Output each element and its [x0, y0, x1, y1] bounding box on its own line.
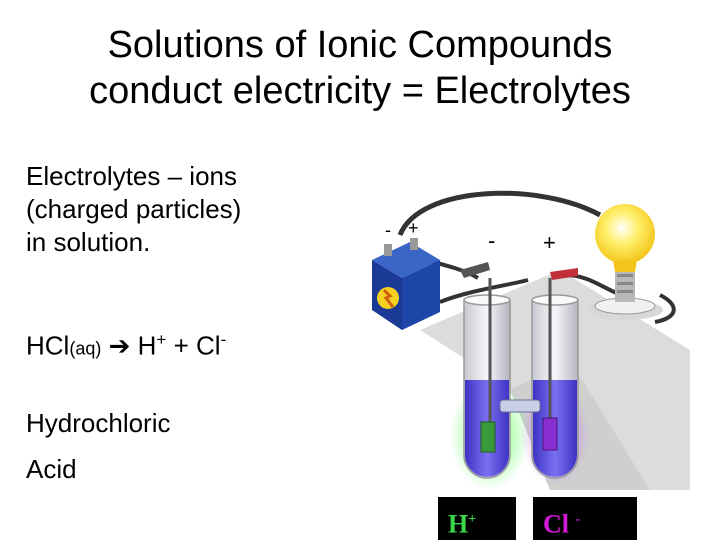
- battery-plus-label: +: [408, 218, 419, 238]
- electrolysis-apparatus: - + - +: [372, 190, 690, 490]
- hydrogen-ion-label: H+: [438, 497, 516, 540]
- ion-h-charge: +: [468, 512, 477, 527]
- ion-cl-symbol: Cl: [543, 509, 569, 539]
- wire-top: [397, 190, 602, 237]
- product-h-charge: +: [156, 330, 167, 349]
- definition-line-1: Electrolytes – ions: [26, 161, 237, 191]
- wire-bulb-return: [654, 293, 676, 324]
- battery-minus-label: -: [385, 220, 391, 240]
- reactant-state: (aq): [69, 338, 102, 359]
- definition-line-3: in solution.: [26, 227, 151, 257]
- test-tube-right: [531, 294, 579, 479]
- light-bulb-icon: [587, 204, 663, 320]
- title-line-2: conduct electricity = Electrolytes: [89, 70, 631, 112]
- definition-text: Electrolytes – ions (charged particles) …: [26, 160, 241, 259]
- acid-name-line-1: Hydrochloric: [26, 408, 171, 438]
- salt-bridge: [499, 399, 541, 413]
- acid-name: Hydrochloric Acid: [26, 400, 171, 492]
- definition-line-2: (charged particles): [26, 194, 242, 224]
- battery-icon: [372, 238, 440, 330]
- arrow-icon: ➔: [108, 330, 131, 361]
- ion-cl-charge: -: [575, 512, 581, 527]
- tube-minus-label: -: [488, 228, 495, 253]
- dissociation-equation: HCl(aq) ➔ H+ + Cl-: [26, 330, 226, 362]
- reactant-formula: HCl: [26, 330, 70, 361]
- clip-icon: [460, 262, 578, 280]
- acid-name-line-2: Acid: [26, 454, 77, 484]
- ion-h-symbol: H: [448, 509, 469, 539]
- chloride-ion-label: Cl -: [533, 497, 637, 540]
- product-cl: Cl: [196, 330, 221, 361]
- slide-title: Solutions of Ionic Compounds conduct ele…: [0, 22, 720, 114]
- title-line-1: Solutions of Ionic Compounds: [107, 24, 613, 66]
- test-tube-left: [463, 294, 511, 479]
- electrode-left: [480, 421, 496, 453]
- tube-plus-label: +: [543, 230, 556, 255]
- electrode-right: [542, 417, 558, 451]
- product-cl-charge: -: [220, 330, 227, 349]
- product-h: H: [137, 330, 157, 361]
- plus-sign: +: [173, 330, 189, 361]
